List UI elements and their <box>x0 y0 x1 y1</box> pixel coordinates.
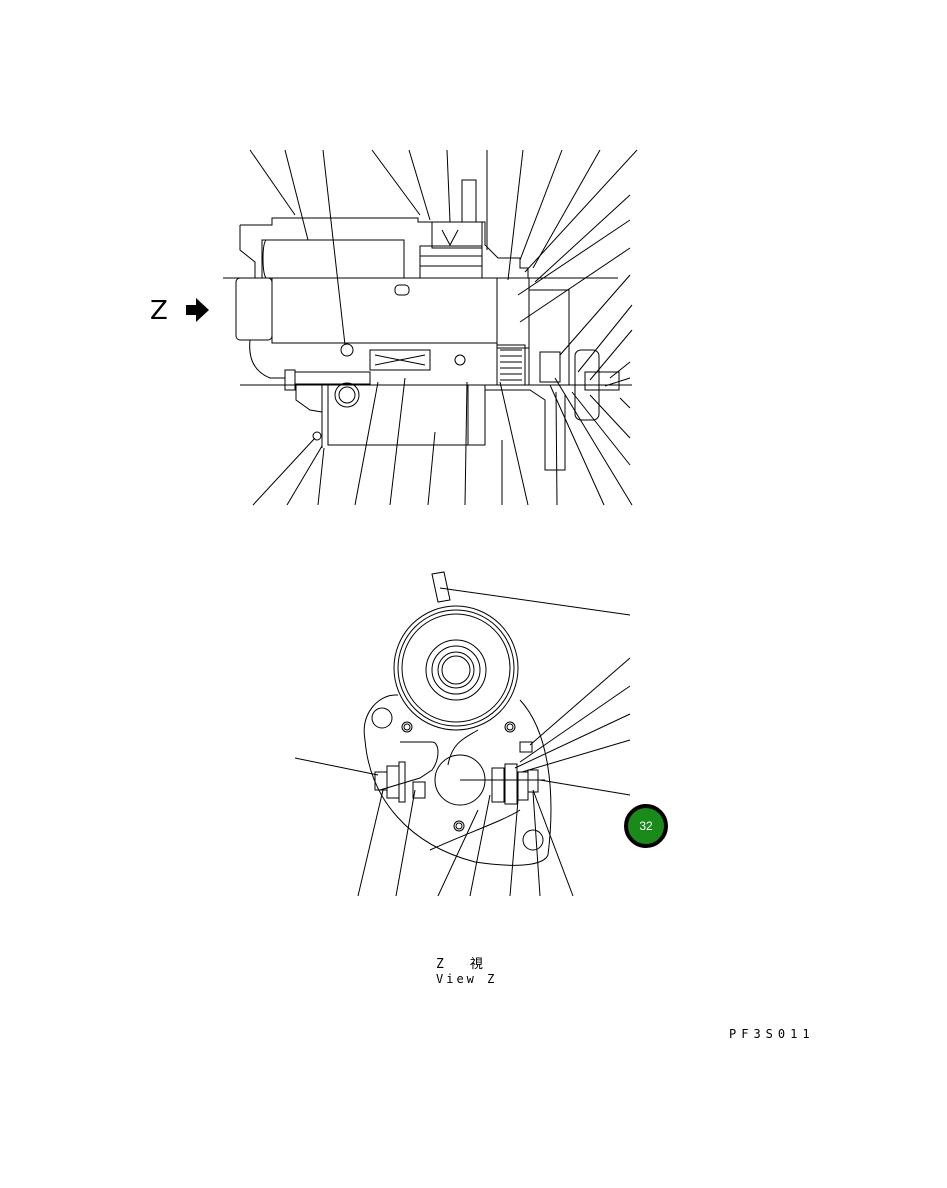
upper-leader-lines <box>249 149 638 506</box>
view-arrow-icon <box>186 298 209 322</box>
lower-leader-lines <box>294 587 631 897</box>
upper-section-view <box>223 179 632 471</box>
page-number-badge[interactable]: 32 <box>624 804 668 848</box>
view-caption-en: View Z <box>436 972 498 986</box>
view-z-marker: Z <box>150 296 168 326</box>
page-number-label: 32 <box>639 819 653 833</box>
view-caption-jp: Z 視 <box>436 957 483 972</box>
drawing-code: PF3S011 <box>729 1027 815 1041</box>
lower-end-view <box>363 571 552 866</box>
